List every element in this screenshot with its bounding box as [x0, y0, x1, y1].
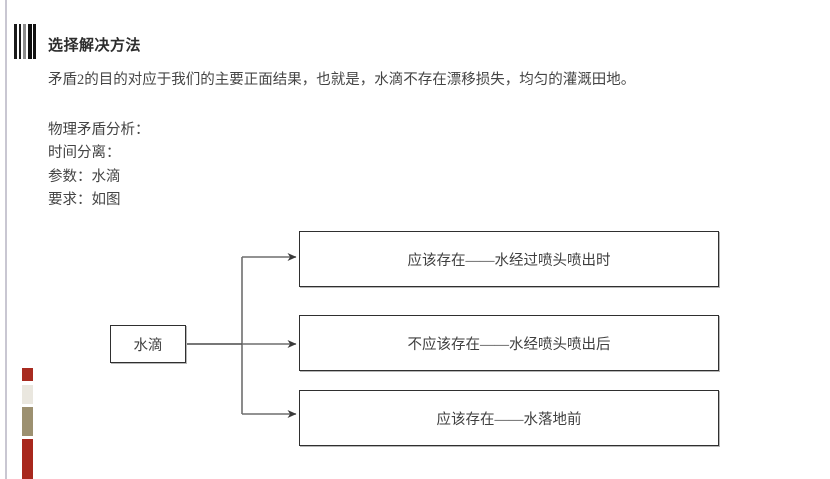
decorative-strip-segment-4	[22, 407, 33, 436]
decorative-bar-0	[14, 24, 17, 59]
document-content: 选择解决方法 矛盾2的目的对应于我们的主要正面结果，也就是，水滴不存在漂移损失，…	[48, 36, 748, 213]
decorative-color-strip	[22, 368, 33, 479]
decorative-bar-1	[17, 24, 19, 59]
decorative-strip-segment-1	[22, 381, 33, 385]
decorative-bar-8	[33, 24, 36, 59]
analysis-line-3: 要求：如图	[48, 192, 121, 209]
body-paragraph: 矛盾2的目的对应于我们的主要正面结果，也就是，水滴不存在漂移损失，均匀的灌溉田地…	[48, 72, 636, 88]
diagram-node-branch-1-label: 应该存在——水经过喷头喷出时	[407, 252, 611, 269]
diagram-node-branch-3[interactable]: 应该存在——水落地前	[299, 390, 719, 446]
decorative-bar-7	[32, 24, 33, 59]
analysis-line-0: 物理矛盾分析：	[48, 121, 150, 138]
analysis-line-1: 时间分离：	[48, 145, 121, 162]
diagram-node-branch-2-label: 不应该存在——水经喷头喷出后	[407, 336, 611, 353]
decorative-strip-segment-2	[22, 385, 33, 404]
decorative-bar-3	[21, 24, 23, 59]
paragraph-spacer	[48, 93, 748, 119]
decorative-strip-segment-6	[22, 439, 33, 479]
diagram-node-branch-2[interactable]: 不应该存在——水经喷头喷出后	[299, 315, 719, 371]
decorative-bar-6	[28, 24, 32, 59]
decorative-strip-segment-0	[22, 368, 33, 381]
left-margin-rule	[5, 0, 7, 479]
decorative-bars	[14, 24, 36, 59]
diagram-node-branch-1[interactable]: 应该存在——水经过喷头喷出时	[299, 231, 719, 287]
decorative-bar-5	[26, 24, 28, 59]
page-title: 选择解决方法	[48, 38, 142, 54]
decorative-bar-4	[23, 24, 26, 59]
analysis-line-2: 参数：水滴	[48, 168, 121, 185]
decorative-strip-segment-3	[22, 404, 33, 407]
decorative-bar-2	[19, 24, 21, 59]
diagram-node-source[interactable]: 水滴	[110, 325, 186, 363]
decorative-strip-segment-5	[22, 436, 33, 439]
diagram-node-branch-3-label: 应该存在——水落地前	[436, 411, 582, 428]
diagram-node-source-label: 水滴	[133, 337, 163, 354]
